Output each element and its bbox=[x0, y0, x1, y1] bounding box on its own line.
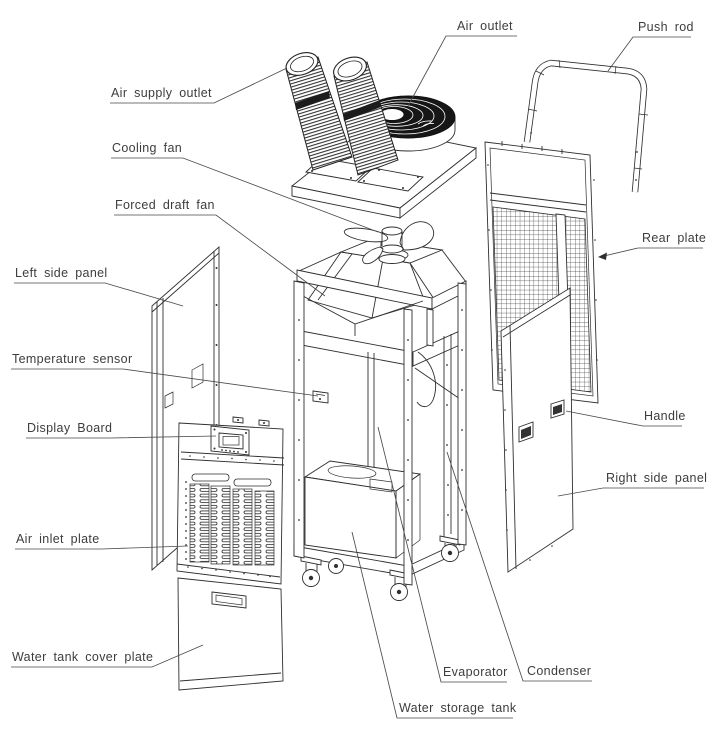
handle-part bbox=[518, 399, 565, 443]
body-posts bbox=[293, 280, 467, 586]
label-handle: Handle bbox=[644, 409, 686, 423]
label-temperature-sensor: Temperature sensor bbox=[12, 352, 133, 366]
label-display-board: Display Board bbox=[27, 421, 113, 435]
right-side-panel-part bbox=[500, 287, 574, 573]
temperature-sensor-part bbox=[312, 390, 329, 404]
air-inlet-grille bbox=[185, 473, 275, 566]
label-evaporator: Evaporator bbox=[443, 665, 508, 679]
label-air-inlet-plate: Air inlet plate bbox=[16, 532, 100, 546]
label-cooling-fan: Cooling fan bbox=[112, 141, 183, 155]
label-water-storage-tank: Water storage tank bbox=[399, 701, 517, 715]
main-body-frame bbox=[295, 249, 467, 537]
air-supply-ducts bbox=[285, 52, 399, 176]
label-right-side-panel: Right side panel bbox=[606, 471, 708, 485]
label-push-rod: Push rod bbox=[638, 20, 694, 34]
label-air-supply-outlet: Air supply outlet bbox=[111, 86, 212, 100]
label-air-outlet: Air outlet bbox=[457, 19, 513, 33]
air-inlet-plate-part bbox=[176, 416, 285, 585]
cooling-fan-part bbox=[339, 221, 444, 265]
push-rod-part bbox=[523, 59, 649, 193]
label-left-side-panel: Left side panel bbox=[15, 266, 108, 280]
water-storage-tank bbox=[303, 460, 422, 559]
casters bbox=[300, 535, 461, 601]
label-rear-plate: Rear plate bbox=[642, 231, 707, 245]
label-forced-draft-fan: Forced draft fan bbox=[115, 198, 215, 212]
display-board-part bbox=[210, 425, 250, 456]
water-tank-cover-plate-part bbox=[177, 577, 284, 691]
label-condenser: Condenser bbox=[527, 664, 592, 678]
leader-lines bbox=[11, 35, 704, 719]
label-water-tank-cover-plate: Water tank cover plate bbox=[12, 650, 154, 664]
